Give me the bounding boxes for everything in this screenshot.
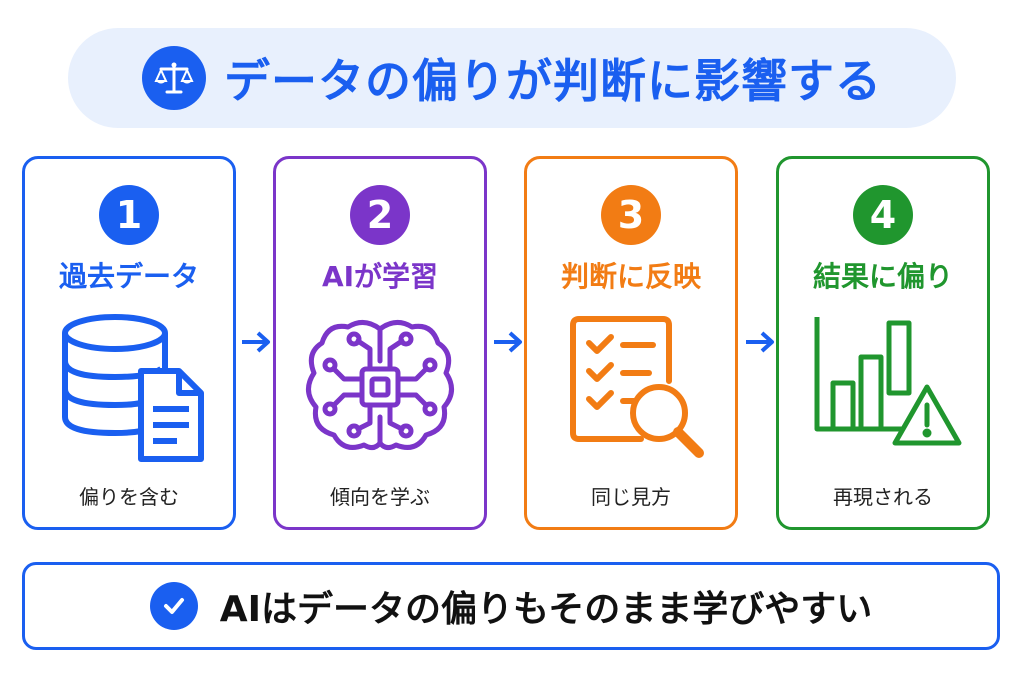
- step-subtitle: 偏りを含む: [79, 485, 179, 509]
- arrow-right-icon: [494, 331, 522, 353]
- title-banner: データの偏りが判断に影響する: [68, 28, 956, 128]
- conclusion-box: AIはデータの偏りもそのまま学びやすい: [22, 562, 1000, 650]
- step-number: 4: [853, 185, 913, 245]
- step-number: 1: [99, 185, 159, 245]
- step-title: 結果に偏り: [812, 260, 953, 293]
- step-number: 2: [350, 185, 410, 245]
- brain-chip-icon: [300, 309, 460, 469]
- step-card-1: 1 過去データ 偏りを含む: [22, 156, 236, 530]
- check-circle-icon: [149, 582, 198, 630]
- step-card-3: 3 判断に反映 同じ見方: [524, 156, 738, 530]
- database-document-icon: [49, 309, 209, 469]
- step-subtitle: 再現される: [833, 485, 933, 509]
- scale-icon: [142, 46, 206, 110]
- step-subtitle: 傾向を学ぶ: [330, 485, 430, 509]
- step-number: 3: [601, 185, 661, 245]
- step-title: 判断に反映: [560, 260, 701, 293]
- step-subtitle: 同じ見方: [591, 485, 671, 509]
- conclusion-text: AIはデータの偏りもそのまま学びやすい: [219, 589, 873, 630]
- step-card-2: 2 AIが学習 傾向を学ぶ: [273, 156, 487, 530]
- step-card-4: 4 結果に偏り 再現される: [776, 156, 990, 530]
- step-title: AIが学習: [321, 260, 439, 293]
- arrow-right-icon: [746, 331, 774, 353]
- step-title: 過去データ: [58, 260, 199, 293]
- arrow-right-icon: [242, 331, 270, 353]
- page-title: データの偏りが判断に影響する: [224, 54, 882, 108]
- checklist-magnifier-icon: [551, 309, 711, 469]
- bar-chart-warning-icon: [803, 309, 963, 469]
